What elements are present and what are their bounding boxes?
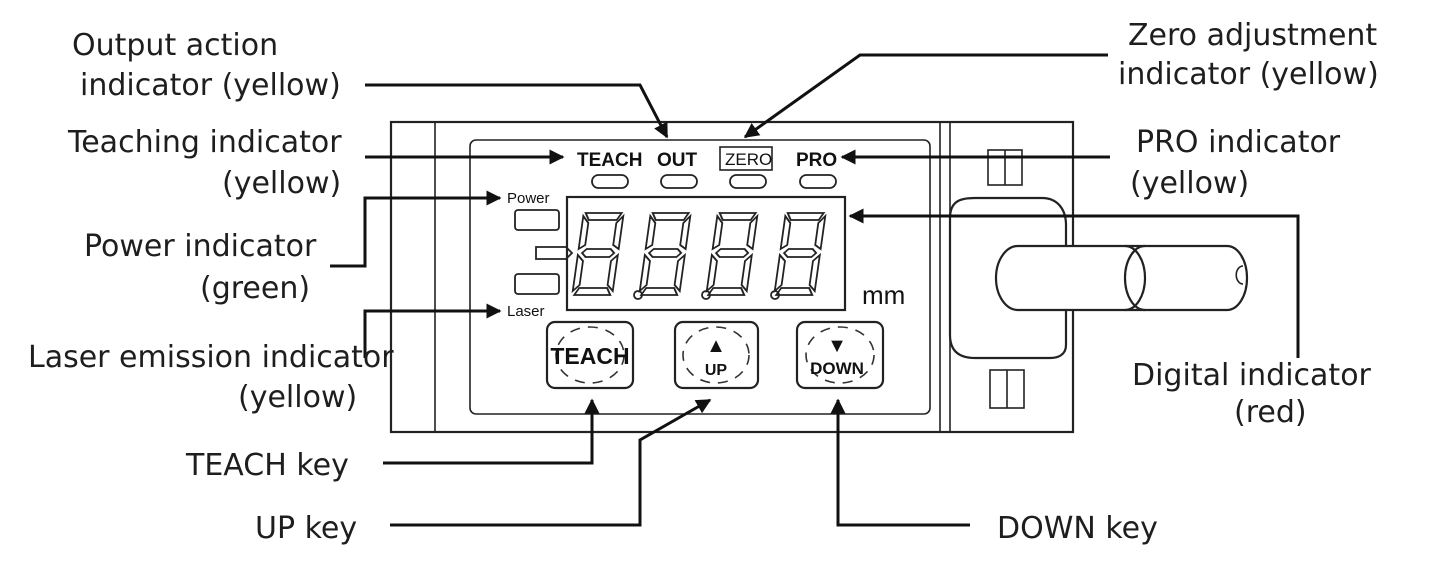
output-action-callout-line1: Output action bbox=[72, 28, 278, 63]
down-button[interactable]: ▼ DOWN bbox=[795, 320, 885, 390]
down-key-leader bbox=[830, 398, 970, 527]
unit-label: mm bbox=[862, 280, 905, 310]
teaching-callout-line2: (yellow) bbox=[222, 166, 341, 201]
laser-panel-label: Laser bbox=[507, 303, 545, 320]
up-key-callout: UP key bbox=[255, 511, 357, 546]
zero-leader bbox=[743, 53, 1108, 139]
laser-led bbox=[514, 273, 560, 295]
digital-display bbox=[535, 195, 847, 312]
side-bracket bbox=[948, 196, 1068, 360]
up-arrow-icon: ▲ bbox=[706, 335, 726, 357]
down-button-label: DOWN bbox=[810, 359, 864, 378]
teach-panel-label: TEACH bbox=[577, 150, 642, 171]
laser-callout-line1: Laser emission indicator bbox=[28, 340, 394, 375]
pro-led bbox=[799, 174, 837, 189]
out-panel-label: OUT bbox=[657, 150, 698, 171]
minus-segment bbox=[535, 246, 574, 260]
digit-2 bbox=[638, 212, 692, 296]
pro-callout-line2: (yellow) bbox=[1130, 166, 1249, 201]
laser-leader bbox=[363, 303, 502, 358]
display-frame bbox=[565, 195, 847, 312]
power-panel-label: Power bbox=[507, 190, 550, 207]
power-leader bbox=[330, 190, 502, 268]
digital-callout-line1: Digital indicator bbox=[1132, 358, 1372, 393]
front-panel bbox=[469, 139, 931, 415]
teach-key-callout: TEACH key bbox=[185, 448, 349, 483]
output-led bbox=[660, 174, 698, 189]
zero-led bbox=[729, 174, 767, 189]
digital-callout-line2: (red) bbox=[1234, 395, 1307, 430]
teach-button-label: TEACH bbox=[550, 343, 629, 369]
power-callout-line1: Power indicator bbox=[84, 229, 317, 264]
decimal-point-3 bbox=[770, 290, 780, 300]
pro-panel-label: PRO bbox=[796, 150, 837, 171]
teaching-led bbox=[591, 174, 629, 189]
digit-1 bbox=[571, 212, 625, 296]
teaching-callout-line1: Teaching indicator bbox=[67, 125, 342, 160]
teach-key-leader bbox=[383, 398, 600, 465]
decimal-point-1 bbox=[633, 290, 643, 300]
zero-label-box bbox=[719, 146, 773, 171]
zero-panel-label: ZERO bbox=[725, 150, 772, 169]
digit-4 bbox=[773, 212, 827, 296]
up-key-leader bbox=[390, 398, 712, 527]
zero-callout-line2: indicator (yellow) bbox=[1118, 57, 1379, 92]
zero-callout-line1: Zero adjustment bbox=[1128, 18, 1377, 53]
device-housing bbox=[389, 120, 1249, 434]
pro-callout-line1: PRO indicator bbox=[1136, 125, 1341, 160]
teach-button[interactable]: TEACH bbox=[545, 320, 635, 390]
laser-callout-line2: (yellow) bbox=[238, 380, 357, 415]
connector-cable bbox=[994, 244, 1249, 312]
down-key-callout: DOWN key bbox=[997, 511, 1158, 546]
up-button-label: UP bbox=[705, 362, 728, 379]
output-action-leader bbox=[365, 83, 669, 139]
power-led bbox=[514, 209, 560, 231]
decimal-point-2 bbox=[701, 290, 711, 300]
power-callout-line2: (green) bbox=[200, 271, 310, 306]
down-arrow-icon: ▼ bbox=[827, 335, 847, 357]
digit-3 bbox=[705, 212, 759, 296]
output-action-callout-line2: indicator (yellow) bbox=[80, 68, 341, 103]
leader-lines bbox=[330, 53, 1300, 527]
digital-leader bbox=[848, 208, 1300, 358]
up-button[interactable]: ▲ UP bbox=[673, 320, 760, 390]
